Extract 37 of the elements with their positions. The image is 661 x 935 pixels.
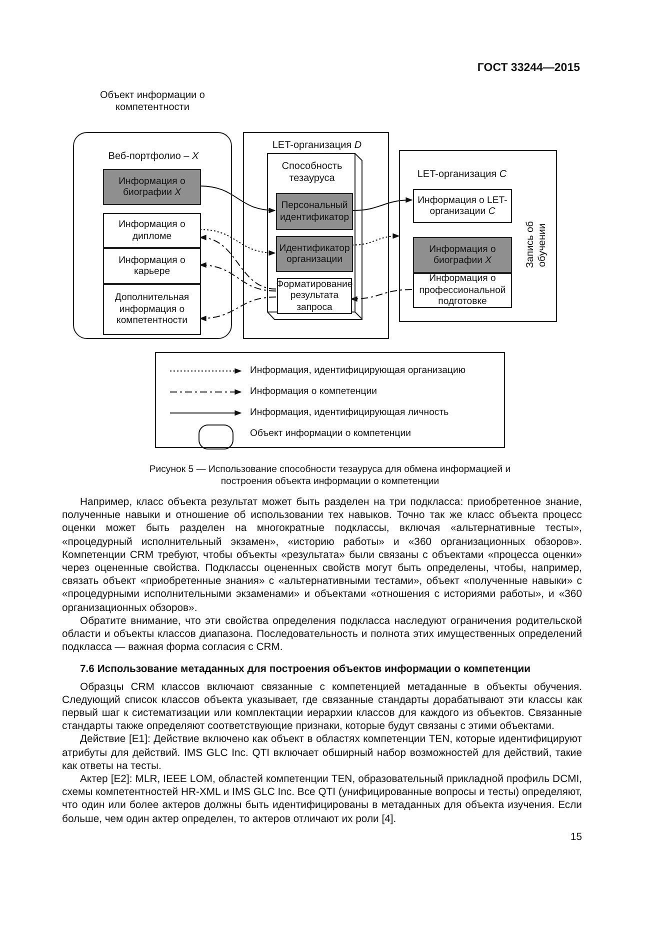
legend-text: Информация, идентифицирующая организацию <box>250 365 467 377</box>
paragraph: Обратите внимание, что эти свойства определения подкласса наследуют ограничения родительской области и объекты классов диапазона. Последовательность и полнота этих имущественных определений подкласса — важная форма согласия с CRM. <box>62 614 582 654</box>
paragraph: Образцы CRM классов включают связанные с компетенцией метаданные в объекты обучения. Следующий список классов объекта указывает, где связанные стандарты дорабатывают эти классы как первый шаг к систематизации или комплектации иерархии классов для каждого из объектов. Связанные стандарты также определяют соответствующие признаки, которые будут связаны с этими объектами. <box>62 680 582 734</box>
process-box: Идентификатор организации <box>276 236 353 272</box>
process-box: Информация о карьере <box>103 248 201 284</box>
process-box: Персональный идентификатор <box>276 193 353 230</box>
process-box: Дополнительная информация о компетентности <box>103 284 201 335</box>
figure-caption: Рисунок 5 — Использование способности тезауруса для обмена информацией и построения объекта информации о компетенции <box>148 464 512 488</box>
arrow <box>199 235 276 290</box>
process-box: Информация о LET-организации C <box>413 189 512 223</box>
arrow <box>350 289 412 302</box>
group-box <box>243 132 389 339</box>
process-box: Информация о биографии X <box>413 237 512 273</box>
legend-text: Объект информации о компетенции <box>250 428 412 440</box>
group-title: LET-организация C <box>416 169 508 181</box>
legend-text: Информация, идентифицирующая личность <box>250 407 450 419</box>
vertical-label: Запись об обучении <box>524 220 549 270</box>
process-box: Информация о биографии X <box>103 169 201 205</box>
page-number: 15 <box>569 832 582 843</box>
group-title: LET-организация D <box>271 140 363 152</box>
group-title: Веб-портфолио – X <box>107 151 200 163</box>
group-title: Способность тезауруса <box>280 161 344 185</box>
process-box: Информация о профессиональной подготовке <box>413 273 512 308</box>
section-heading: 7.6 Использование метаданных для построения объектов информации о компетенции <box>79 663 532 677</box>
group-box <box>399 150 557 322</box>
arrow <box>352 197 413 211</box>
process-box: Информация о дипломе <box>103 213 201 248</box>
paragraph: Актер [E2]: MLR, IEEE LOM, областей компетенции TEN, образовательный прикладной профиль DCMI, схемы компетентностей HR-XML и IMS GLC Inc. Все QTI (унифицированные вопросы и тесты) определяют, что один или более актеров должны быть идентифицированы в метаданных для объекта изучения. Если больше, чем один актер определен, то актеров отличают их роли [4]. <box>62 773 582 826</box>
paragraph: Например, класс объекта результат может быть разделен на три подкласса: приобретенное знание, полученные навыки и отношение об использовании тех навыков. Точно так же класс объекта процесс оценки может быть разделен на многократные подклассы, включая «альтернативные тесты», «процедурный исполнительный экзамен», «историю работы» и «360 организационных обзоров». Компетенции CRM требуют, чтобы объекты «результата» были связаны с объектами «процесса оценки» через оцененные свойства. Подклассы оцененных свойств могут быть определены, чтобы, например, связать объект «приобретенные знания» с «альтернативными тестами», объект «полученные навыки» с «процедурными исполнительными экзаменами» и объектами «отношения с историями работы», и «360 организационных обзоров». <box>62 496 582 615</box>
legend-text: Информация о компетенции <box>250 386 378 398</box>
arrow <box>200 186 276 213</box>
group-heading: Объект информации о компетентности <box>99 90 206 114</box>
page-header: ГОСТ 33244—2015 <box>476 62 580 74</box>
arrow <box>199 296 276 321</box>
paragraph: Действие [E1]: Действие включено как объект в областях компетенции TEN, которые идентифицируют атрибуты для действий. IMS GLC Inc. QTI включает обширный набор возможностей для действий, такие как ответы на тесты. <box>62 733 582 774</box>
arrow <box>199 262 276 292</box>
tray-box <box>267 153 363 320</box>
